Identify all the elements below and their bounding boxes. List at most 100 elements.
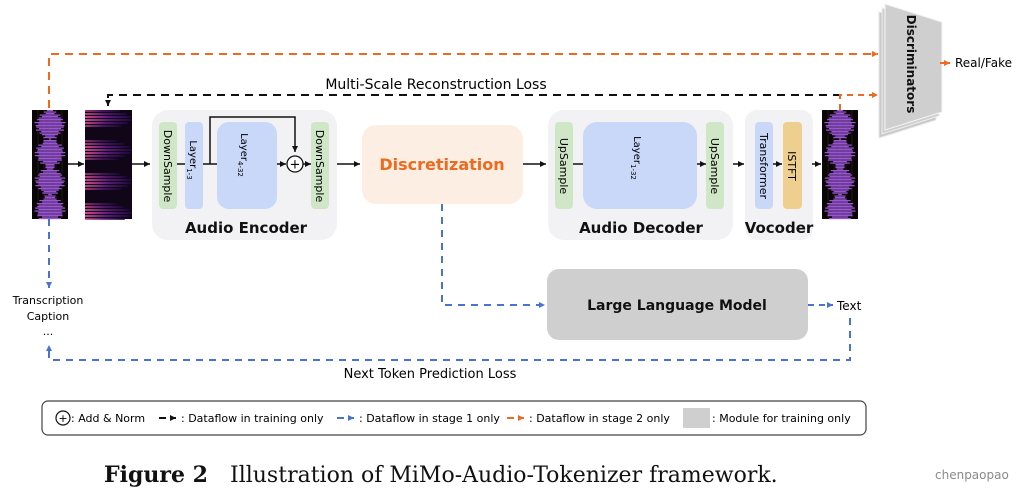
waveform-segment: [34, 210, 66, 212]
spectrogram-band: [85, 140, 117, 142]
waveform-segment: [34, 122, 66, 124]
residual-connection: [209, 116, 298, 164]
waveform-segment: [828, 204, 852, 206]
vocoder-transformer-label: Transformer: [757, 132, 770, 199]
decoder-upsample-in: [555, 122, 573, 209]
waveform-segment: [43, 140, 57, 142]
waveform-segment: [38, 153, 62, 155]
spectrogram-bands: [85, 110, 132, 220]
waveform-segment: [36, 126, 64, 128]
waveform-segment: [39, 200, 61, 202]
spectrogram-band: [85, 218, 125, 220]
decoder-upsample-in-label: UpSample: [557, 138, 570, 195]
waveform-segment: [38, 159, 62, 161]
encoder-layer-4-32-label: Layer4-32: [236, 133, 249, 177]
audio-encoder: DownSample Layer1-3 Layer4-32 + DownSamp…: [152, 110, 337, 240]
waveform-segment: [42, 116, 58, 118]
waveform-segment: [828, 212, 852, 214]
spectrogram-band: [85, 212, 132, 214]
waveform-segment: [835, 164, 845, 166]
discretization-label: Discretization: [379, 155, 504, 174]
waveform-segment: [833, 111, 847, 113]
caption-label: Figure 2: [104, 462, 208, 488]
waveform-segment: [827, 119, 853, 121]
spectrogram-band: [85, 203, 118, 205]
waveform-segment: [828, 153, 852, 155]
waveform-segment: [38, 158, 62, 160]
waveform-segment: [829, 132, 851, 134]
waveform-segment: [833, 137, 847, 139]
waveform-segment: [43, 137, 57, 139]
waveform-segment: [37, 150, 63, 152]
output-waveform: [822, 110, 858, 220]
audio-decoder: UpSample Layer1-32 UpSample Audio Decode…: [548, 110, 733, 240]
waveform-segment: [828, 188, 852, 190]
target-ellipsis: ...: [43, 325, 54, 338]
legend: + : Add & Norm : Dataflow in training on…: [41, 400, 867, 436]
audio-encoder-title: Audio Encoder: [185, 219, 308, 237]
waveform-segment: [38, 174, 62, 176]
waveform-segment: [48, 194, 52, 196]
waveform-segment: [832, 143, 848, 145]
waveform-segment: [828, 159, 852, 161]
reconstruction-loss-line: Multi-Scale Reconstruction Loss: [105, 77, 841, 106]
waveform-segment: [828, 174, 852, 176]
waveform-segment: [829, 120, 851, 122]
waveform-segment: [831, 189, 849, 191]
waveform-segment: [828, 123, 852, 125]
waveform-segment: [835, 167, 845, 169]
waveform-segment: [38, 212, 62, 214]
waveform-segment: [37, 119, 63, 121]
waveform-segment: [34, 155, 66, 157]
waveform-segment: [38, 188, 62, 190]
waveform-segment: [37, 215, 63, 217]
waveform-segment: [824, 177, 856, 179]
waveform-segment: [39, 176, 61, 178]
waveform-segment: [40, 162, 60, 164]
waveform-segment: [45, 164, 55, 166]
encoder-layer-4-32: [217, 122, 277, 209]
waveform-segment: [43, 191, 57, 193]
waveform-segment: [42, 201, 58, 203]
waveform-segment: [39, 132, 61, 134]
waveform-segment: [36, 182, 64, 184]
target-transcription: Transcription: [12, 294, 84, 307]
discriminators-label: Discriminators: [904, 15, 918, 114]
waveform-segment: [42, 192, 58, 194]
waveform-segment: [37, 213, 63, 215]
waveform-segment: [827, 213, 853, 215]
spectrogram-band: [85, 173, 121, 175]
spectrogram-band: [85, 188, 122, 190]
waveform-segment: [829, 173, 851, 175]
waveform-segment: [44, 197, 56, 199]
spectrogram-band: [85, 110, 121, 112]
stage2-dataflow-output: [839, 92, 878, 110]
waveform-segment: [828, 144, 852, 146]
waveform-segment: [827, 206, 853, 208]
waveform-segment: [46, 168, 54, 170]
waveform-segment: [830, 162, 850, 164]
waveform-segment: [826, 147, 854, 149]
spectrogram-band: [85, 122, 129, 124]
vocoder-istft-label: ISTFT: [785, 151, 798, 181]
waveform-segment: [835, 135, 845, 137]
waveform-segment: [833, 161, 847, 163]
legend-add-norm: : Add & Norm: [71, 412, 145, 425]
waveform-segment: [827, 150, 853, 152]
encoder-downsample-in: [159, 122, 177, 209]
spectrogram-band: [85, 113, 127, 115]
encoder-downsample-out-label: DownSample: [313, 130, 326, 203]
waveform-segment: [42, 134, 58, 136]
spectrogram-band: [85, 149, 132, 151]
input-waveform: [32, 110, 68, 220]
waveform-segment: [828, 183, 852, 185]
waveform-segment: [828, 158, 852, 160]
waveform-segment: [828, 179, 852, 181]
encoder-downsample-out: [311, 122, 329, 209]
waveform-segment: [38, 209, 62, 211]
waveform-segment: [48, 138, 52, 140]
waveform-segment: [40, 170, 60, 172]
decoder-layers: [583, 122, 697, 209]
waveform-segment: [43, 141, 57, 143]
